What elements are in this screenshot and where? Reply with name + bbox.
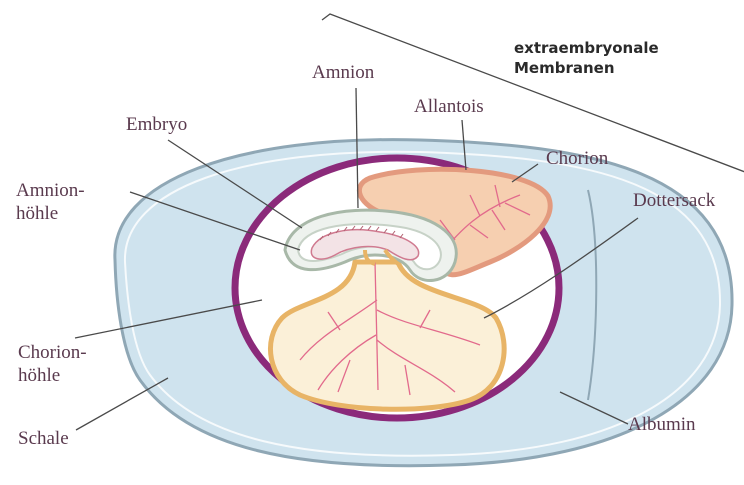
label-albumin: Albumin (628, 414, 696, 437)
label-yolk-sac: Dottersack (633, 190, 715, 213)
label-amnion-cavity-line2: höhle (16, 203, 85, 226)
label-amnion-cavity-line1: Amnion- (16, 180, 85, 203)
label-amnion: Amnion (312, 62, 374, 85)
label-amnion-cavity: Amnion- höhle (16, 180, 85, 226)
label-chorion-cavity: Chorion- höhle (18, 342, 87, 388)
leader-shell (76, 378, 168, 430)
label-embryo: Embryo (126, 114, 187, 137)
label-extraembryonic-line1: extraembryonale (514, 38, 659, 58)
label-chorion-cavity-line2: höhle (18, 365, 87, 388)
label-extraembryonic-membranes: extraembryonale Membranen (514, 38, 659, 79)
label-chorion-cavity-line1: Chorion- (18, 342, 87, 365)
label-extraembryonic-line2: Membranen (514, 58, 659, 78)
label-shell: Schale (18, 428, 69, 451)
label-chorion: Chorion (546, 148, 608, 171)
label-allantois: Allantois (414, 96, 484, 119)
